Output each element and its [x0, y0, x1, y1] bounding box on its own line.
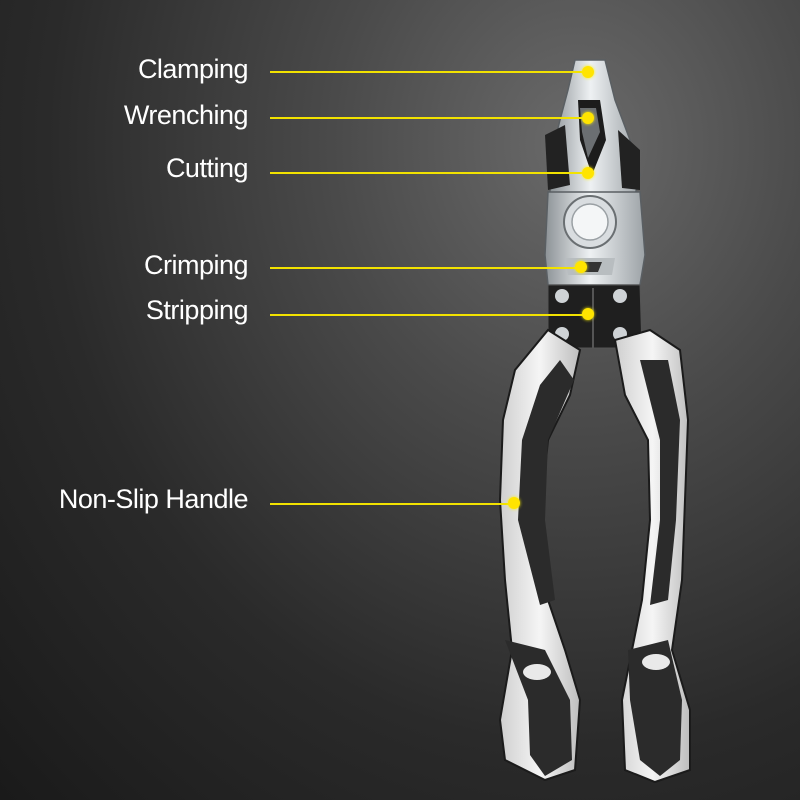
label-crimping: Crimping [143, 250, 249, 280]
pliers-pivot [544, 191, 646, 286]
leader-line-non-slip-handle [270, 503, 510, 505]
callout-dot-crimping [575, 261, 587, 273]
label-stripping: Stripping [145, 295, 249, 325]
callout-dot-clamping [582, 66, 594, 78]
label-non-slip-handle: Non-Slip Handle [58, 484, 249, 514]
callout-dot-cutting [582, 167, 594, 179]
callout-dot-stripping [582, 308, 594, 320]
leader-line-clamping [270, 71, 586, 73]
label-clamping: Clamping [137, 54, 249, 84]
right-handle [613, 328, 691, 784]
left-handle [498, 328, 582, 782]
leader-line-cutting [270, 172, 586, 174]
label-cutting: Cutting [165, 153, 249, 183]
callout-dot-non-slip-handle [508, 497, 520, 509]
leader-line-wrenching [270, 117, 586, 119]
label-wrenching: Wrenching [123, 100, 249, 130]
leader-line-stripping [270, 314, 586, 316]
callout-dot-wrenching [582, 112, 594, 124]
stripping-plate [547, 284, 643, 349]
leader-line-crimping [270, 267, 578, 269]
